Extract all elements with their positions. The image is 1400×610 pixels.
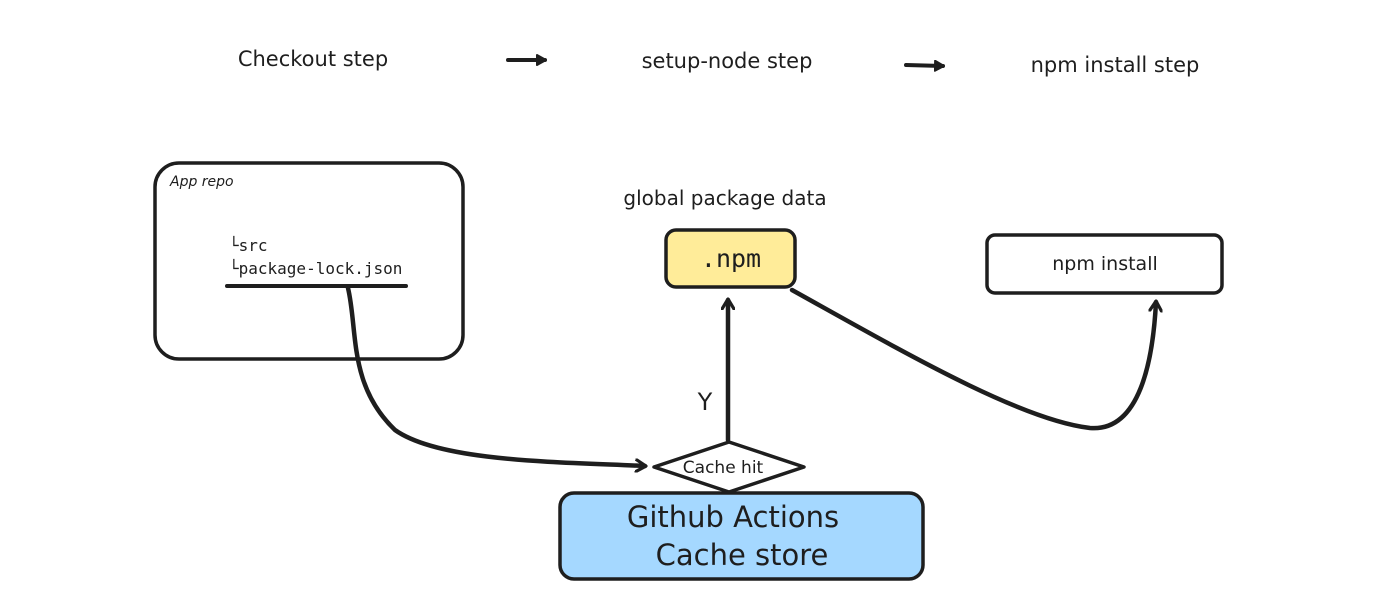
cache-hit-decision: Cache hit <box>652 440 806 494</box>
cache-hit-label: Cache hit <box>683 458 764 478</box>
npm-install-box-label: npm install <box>1052 253 1158 275</box>
lockfile-to-cache-hit-arrow <box>345 285 645 466</box>
checkout-step-label: Checkout step <box>238 47 388 71</box>
npm-install-box: npm install <box>985 233 1224 295</box>
tree-item-package-lock: └package-lock.json <box>229 258 402 278</box>
github-actions-cache-store: Github Actions Cache store <box>558 491 925 581</box>
global-package-data-label: global package data <box>623 186 826 210</box>
setup-node-step-label: setup-node step <box>642 49 813 73</box>
app-repo-title: App repo <box>169 174 234 190</box>
step-arrow-2 <box>904 59 945 72</box>
npm-dir-label: .npm <box>701 244 761 273</box>
npm-to-install-arrow <box>789 287 1156 431</box>
yes-label: Y <box>697 388 713 416</box>
npm-cache-dir-box: .npm <box>664 228 797 289</box>
cache-store-line-2: Cache store <box>656 538 829 572</box>
tree-item-src: └src <box>229 235 268 255</box>
cache-store-line-1: Github Actions <box>627 500 839 534</box>
app-repo-box: App repo └src └package-lock.json <box>153 161 465 361</box>
npm-install-step-label: npm install step <box>1031 53 1200 77</box>
